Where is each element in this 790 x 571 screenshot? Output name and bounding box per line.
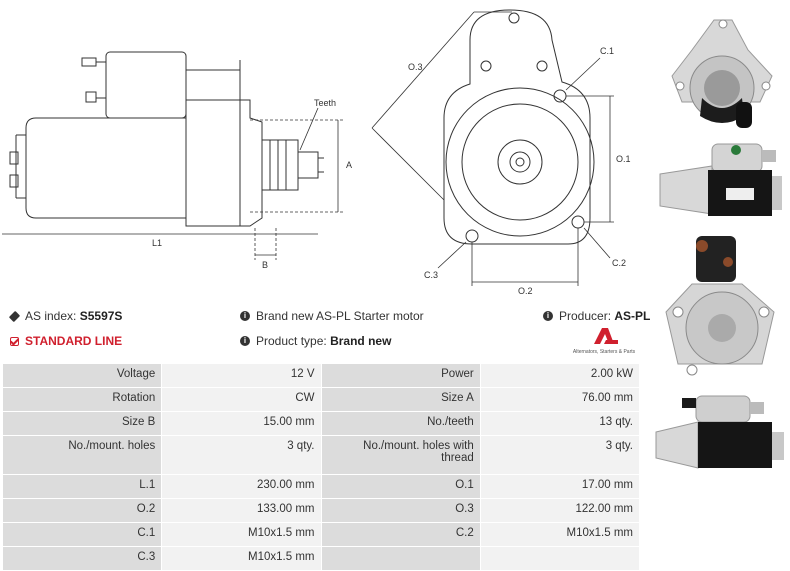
as-logo: Alternators, Starters & Parts xyxy=(566,326,642,358)
as-index-label: AS index: xyxy=(25,309,77,323)
dim-c3-label: C.3 xyxy=(424,270,438,280)
info-icon: i xyxy=(543,311,553,321)
tag-icon xyxy=(8,310,21,322)
starter-side-view-icon xyxy=(659,143,782,216)
spec-key: Power xyxy=(320,363,481,388)
spec-key: O.3 xyxy=(320,498,481,523)
spec-value: 133.00 mm xyxy=(161,498,322,523)
spec-key: No./teeth xyxy=(320,411,481,436)
spec-value xyxy=(479,546,641,571)
teeth-label: Teeth xyxy=(314,98,336,108)
spec-value: 15.00 mm xyxy=(161,411,322,436)
standard-line-label: STANDARD LINE xyxy=(25,334,123,348)
product-type-value: Brand new xyxy=(330,334,392,348)
starter-top-view-icon xyxy=(655,395,784,469)
hole-c3 xyxy=(465,229,479,243)
spec-key: No./mount. holes with thread xyxy=(320,435,481,475)
spec-value: CW xyxy=(161,387,322,412)
dim-o1-label: O.1 xyxy=(616,154,631,164)
dim-c2-label: C.2 xyxy=(612,258,626,268)
product-photos xyxy=(650,0,790,561)
flange-outline xyxy=(443,9,591,245)
info-icon: i xyxy=(240,336,250,346)
producer-value: AS-PL xyxy=(614,309,651,323)
flange-bore xyxy=(497,139,543,185)
spec-key: L.1 xyxy=(1,474,163,499)
spec-value: 2.00 kW xyxy=(479,363,641,388)
spec-key xyxy=(320,546,481,571)
dim-a-label: A xyxy=(346,160,352,170)
as-logo-icon xyxy=(594,328,618,344)
spec-key: Size B xyxy=(1,411,163,436)
as-logo-subtext: Alternators, Starters & Parts xyxy=(572,349,636,355)
info-icon: i xyxy=(240,311,250,321)
spec-key: C.3 xyxy=(1,546,163,571)
spec-value: 3 qty. xyxy=(161,435,322,475)
spec-key: C.1 xyxy=(1,522,163,547)
spec-value: 122.00 mm xyxy=(479,498,641,523)
motor-body-outline xyxy=(25,117,187,219)
producer: i Producer: AS-PL xyxy=(543,309,650,323)
flange-outer-ring xyxy=(445,87,595,237)
spec-key: No./mount. holes xyxy=(1,435,163,475)
dim-o2-label: O.2 xyxy=(518,286,533,296)
spec-value: 17.00 mm xyxy=(479,474,641,499)
spec-value: M10x1.5 mm xyxy=(161,522,322,547)
product-type: i Product type: Brand new xyxy=(240,334,391,348)
as-index: AS index: S5597S xyxy=(8,309,123,323)
spec-value: 76.00 mm xyxy=(479,387,641,412)
starter-front-view-icon xyxy=(671,19,773,128)
starter-rear-view-icon xyxy=(665,236,775,376)
spec-key: C.2 xyxy=(320,522,481,547)
spec-key: Rotation xyxy=(1,387,163,412)
solenoid-outline xyxy=(105,51,187,119)
spec-value: 230.00 mm xyxy=(161,474,322,499)
hole-c2 xyxy=(571,215,585,229)
hole-top xyxy=(508,12,520,24)
dim-c1-label: C.1 xyxy=(600,46,614,56)
spec-key: O.2 xyxy=(1,498,163,523)
product-type-label: Product type: xyxy=(256,334,327,348)
spec-value: M10x1.5 mm xyxy=(479,522,641,547)
as-index-value: S5597S xyxy=(79,309,123,323)
spec-value: 3 qty. xyxy=(479,435,641,475)
spec-key: Voltage xyxy=(1,363,163,388)
spec-value: 12 V xyxy=(161,363,322,388)
spec-key: Size A xyxy=(320,387,481,412)
spec-key: O.1 xyxy=(320,474,481,499)
description: i Brand new AS-PL Starter motor xyxy=(240,309,424,323)
standard-line: STANDARD LINE xyxy=(10,334,122,348)
pinion-outline xyxy=(261,139,299,191)
spec-value: 13 qty. xyxy=(479,411,641,436)
dim-b-label: B xyxy=(262,260,268,270)
technical-drawing: Teeth A L1 B O.3 O.1 O.2 C.1 C.2 C.3 xyxy=(2,9,631,296)
check-icon xyxy=(10,336,19,346)
dim-o3-label: O.3 xyxy=(408,62,423,72)
dim-l1-label: L1 xyxy=(152,238,162,248)
description-text: Brand new AS-PL Starter motor xyxy=(256,309,424,323)
spec-value: M10x1.5 mm xyxy=(161,546,322,571)
producer-label: Producer: xyxy=(559,309,612,323)
